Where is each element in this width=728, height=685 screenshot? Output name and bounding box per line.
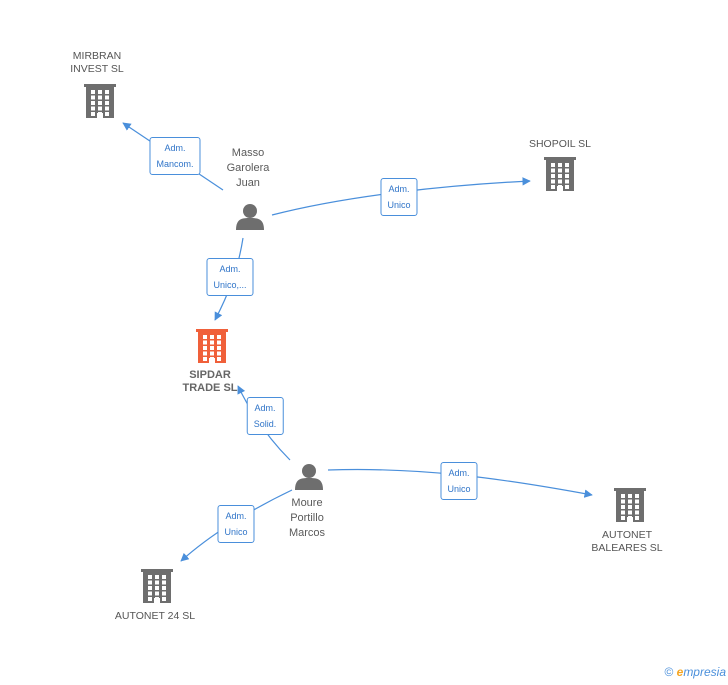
edge-label-moure-to-autonet24[interactable]: Adm. Unico	[217, 505, 255, 543]
node-label-line: BALEARES SL	[591, 542, 663, 554]
node-label-line: Juan	[236, 177, 260, 189]
node-label-line: SHOPOIL SL	[528, 138, 592, 150]
building-icon-sipdar[interactable]	[196, 329, 228, 363]
person-icon-masso[interactable]	[236, 204, 264, 230]
node-label-line: Garolera	[226, 162, 270, 174]
edge-label-moure-to-autonet_baleares[interactable]: Adm. Unico	[440, 462, 478, 500]
building-icon-autonet24[interactable]	[141, 569, 173, 603]
node-label-line: TRADE SL	[182, 382, 238, 394]
node-label-autonet24[interactable]: AUTONET 24 SL	[115, 610, 195, 623]
building-icon-mirbran[interactable]	[84, 84, 116, 118]
brand-name: mpresia	[683, 665, 726, 679]
edge-label-masso-to-shopoil[interactable]: Adm. Unico	[380, 178, 418, 216]
edge-label-line: Adm.	[448, 468, 470, 478]
footer-brand: © empresia	[664, 665, 726, 679]
node-label-line: Marcos	[288, 527, 326, 539]
edge-label-line: Adm.	[219, 264, 241, 274]
edge-label-line: Unico,...	[213, 280, 247, 290]
edge-label-line: Adm.	[225, 511, 247, 521]
node-label-line: MIRBRAN	[72, 50, 122, 62]
person-icon-moure[interactable]	[295, 464, 323, 490]
edge-label-line: Solid.	[253, 419, 277, 429]
edge-label-masso-to-mirbran[interactable]: Adm. Mancom.	[149, 137, 201, 175]
building-icon-shopoil[interactable]	[544, 157, 576, 191]
node-label-line: AUTONET 24 SL	[114, 610, 196, 622]
node-label-line: SIPDAR	[189, 369, 231, 381]
edge-label-line: Adm.	[388, 184, 410, 194]
copyright-symbol: ©	[664, 665, 674, 679]
node-label-line: Masso	[231, 147, 265, 159]
edge-label-moure-to-sipdar[interactable]: Adm. Solid.	[246, 397, 284, 435]
brand-initial: e	[676, 665, 684, 679]
edge-label-line: Adm.	[254, 403, 276, 413]
building-icon-autonet_baleares[interactable]	[614, 488, 646, 522]
edge-label-line: Unico	[447, 484, 471, 494]
node-label-line: AUTONET	[602, 529, 652, 541]
node-label-line: INVEST SL	[70, 63, 124, 75]
edge-label-line: Mancom.	[156, 159, 194, 169]
node-label-line: Moure	[291, 497, 323, 509]
edge-label-line: Unico	[387, 200, 411, 210]
edge-label-line: Adm.	[164, 143, 186, 153]
node-label-line: Portillo	[290, 512, 324, 524]
node-label-shopoil[interactable]: SHOPOIL SL	[529, 138, 591, 151]
edge-label-masso-to-sipdar[interactable]: Adm. Unico,...	[206, 258, 254, 296]
edge-label-line: Unico	[224, 527, 248, 537]
